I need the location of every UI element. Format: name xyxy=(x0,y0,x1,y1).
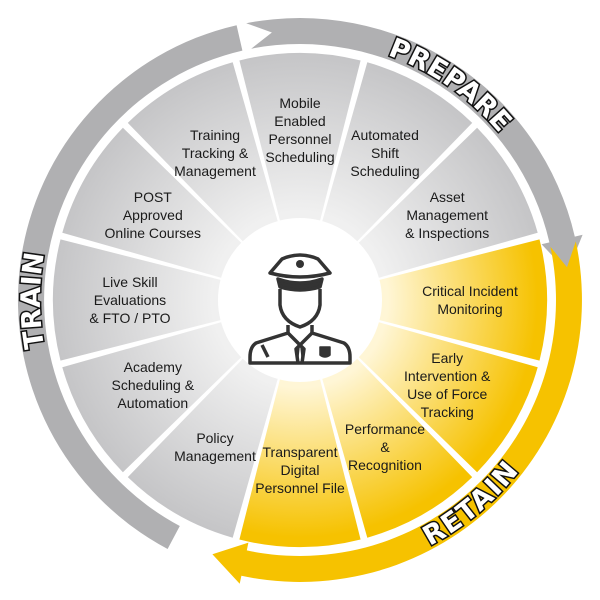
segment-label-line: Tracking & xyxy=(182,145,249,161)
segment-label-line: Academy xyxy=(124,359,182,375)
segment-label-line: Use of Force xyxy=(407,386,487,402)
segment-label-line: & FTO / PTO xyxy=(89,310,170,326)
police-officer-icon xyxy=(248,253,352,365)
segment-label-line: Tracking xyxy=(421,404,474,420)
segment-wedge xyxy=(322,62,473,242)
segment-label-line: & Inspections xyxy=(405,225,489,241)
segment-label-line: Live Skill xyxy=(102,274,157,290)
segment-label-line: Personnel xyxy=(268,131,331,147)
segment-label-line: Transparent xyxy=(263,444,338,460)
segment-label-line: Personnel File xyxy=(255,480,345,496)
segment-label-line: Evaluations xyxy=(94,292,166,308)
ring-retain-arrow xyxy=(212,241,582,584)
segment-label-line: Performance xyxy=(345,421,425,437)
segment-label-line: Management xyxy=(174,163,256,179)
segment-wedge xyxy=(127,358,278,538)
segment-wedge xyxy=(358,322,538,473)
segment-label-line: Training xyxy=(190,127,240,143)
segment-wedge xyxy=(62,127,242,278)
segment-wedge xyxy=(239,52,361,221)
segment-wedge xyxy=(239,379,361,548)
segment-label-line: Management xyxy=(174,448,256,464)
phase-label-train: TRAIN xyxy=(15,249,50,351)
segment-label-line: Approved xyxy=(123,207,183,223)
segment-wedge xyxy=(358,127,538,278)
segment-label-line: Management xyxy=(406,207,488,223)
segment-label-line: Recognition xyxy=(348,457,422,473)
segment-wedge xyxy=(322,358,473,538)
segment-wedge xyxy=(127,62,278,242)
segment-label-line: Scheduling & xyxy=(112,377,195,393)
segment-label-line: Critical Incident xyxy=(422,283,518,299)
segment-label-line: Early xyxy=(431,350,463,366)
segment-label-line: POST xyxy=(134,189,173,205)
segment-5: Performance & Recognition xyxy=(322,358,473,538)
segment-label-line: Scheduling xyxy=(350,163,419,179)
segment-wedge xyxy=(52,239,221,361)
segment-label-line: Intervention & xyxy=(404,368,491,384)
segment-label-line: Shift xyxy=(371,145,399,161)
segment-label-line: Policy xyxy=(196,430,233,446)
segment-label-line: Digital xyxy=(281,462,320,478)
ring-train xyxy=(17,25,243,549)
segment-wedge xyxy=(62,322,242,473)
segment-label-line: Monitoring xyxy=(437,301,502,317)
segment-wedge xyxy=(379,239,548,361)
segment-label-line: Online Courses xyxy=(105,225,202,241)
segment-label-line: Automation xyxy=(117,395,188,411)
segment-label-line: & xyxy=(380,439,390,455)
segment-label-line: Scheduling xyxy=(265,149,334,165)
segment-label-line: Asset xyxy=(430,189,465,205)
segment-label-line: Enabled xyxy=(274,113,325,129)
segment-label-line: Automated xyxy=(351,127,419,143)
segment-label-line: Mobile xyxy=(279,95,320,111)
ring-prepare-arrow xyxy=(246,18,583,272)
